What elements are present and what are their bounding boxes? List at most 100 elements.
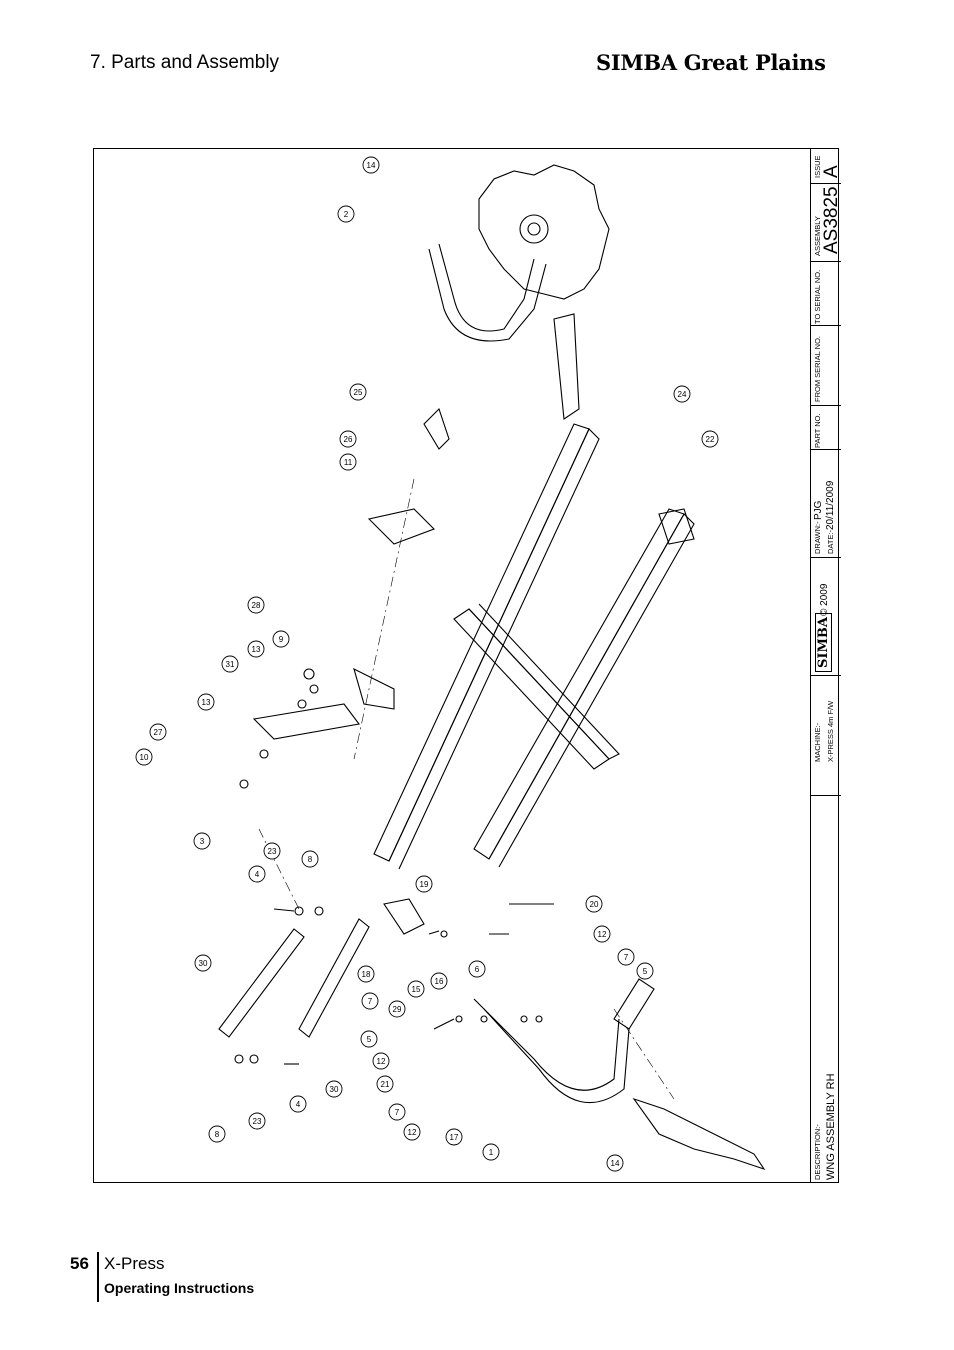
svg-text:14: 14 [611, 1159, 620, 1168]
svg-text:6: 6 [475, 965, 480, 974]
callout-7a: 7 [617, 948, 635, 966]
callout-4a: 4 [248, 865, 266, 883]
svg-text:28: 28 [252, 601, 261, 610]
svg-text:8: 8 [215, 1130, 220, 1139]
svg-text:15: 15 [412, 985, 421, 994]
to-serial-cell: TO SERIAL NO. [811, 262, 841, 326]
footer-divider [97, 1252, 99, 1302]
callout-5a: 5 [636, 962, 654, 980]
svg-text:26: 26 [344, 435, 353, 444]
callout-7b: 7 [361, 992, 379, 1010]
drawn-date-cell: DRAWN:- PJG DATE:- 20/11/2009 [811, 450, 841, 558]
assembly-number: AS3825 [821, 186, 842, 254]
callout-30a: 30 [194, 954, 212, 972]
issue-value: A [821, 165, 842, 178]
svg-text:3: 3 [200, 837, 205, 846]
callout-7c: 7 [388, 1103, 406, 1121]
callout-17: 17 [445, 1128, 463, 1146]
callout-12b: 12 [372, 1052, 390, 1070]
svg-text:27: 27 [154, 728, 163, 737]
svg-text:22: 22 [706, 435, 715, 444]
title-block: ISSUE A ASSEMBLY AS3825 TO SERIAL NO. FR… [810, 148, 842, 1183]
callout-8b: 8 [208, 1125, 226, 1143]
callout-12a: 12 [593, 925, 611, 943]
callout-21: 21 [376, 1075, 394, 1093]
svg-text:16: 16 [435, 977, 444, 986]
svg-text:4: 4 [296, 1100, 301, 1109]
brand-logo: SIMBA Great Plains [596, 50, 826, 75]
callout-23b: 23 [248, 1112, 266, 1130]
svg-text:13: 13 [252, 645, 261, 654]
callout-16: 16 [430, 972, 448, 990]
callout-20: 20 [585, 895, 603, 913]
manual-subtitle: Operating Instructions [104, 1280, 255, 1296]
svg-text:30: 30 [330, 1085, 339, 1094]
callout-28: 28 [247, 596, 265, 614]
svg-text:14: 14 [367, 161, 376, 170]
callout-23a: 23 [263, 842, 281, 860]
svg-text:8: 8 [308, 855, 313, 864]
callout-29: 29 [388, 1000, 406, 1018]
svg-text:25: 25 [354, 388, 363, 397]
callout-14-bottom: 14 [606, 1154, 624, 1172]
description: WNG ASSEMBLY RH [825, 1073, 837, 1180]
svg-text:12: 12 [408, 1128, 417, 1137]
callout-5b: 5 [360, 1030, 378, 1048]
logo-cell: © 2009 SIMBA [811, 558, 841, 676]
part-no-cell: PART NO. [811, 406, 841, 450]
callout-19: 19 [415, 875, 433, 893]
svg-text:20: 20 [590, 900, 599, 909]
svg-text:7: 7 [368, 997, 373, 1006]
svg-text:18: 18 [362, 970, 371, 979]
machine-cell: MACHINE:- X-PRESS 4m F/W [811, 676, 841, 796]
simba-logo: SIMBA [815, 613, 832, 672]
svg-text:31: 31 [226, 660, 235, 669]
svg-text:17: 17 [450, 1133, 459, 1142]
callout-13a: 13 [247, 640, 265, 658]
callout-26: 26 [339, 430, 357, 448]
svg-text:21: 21 [381, 1080, 390, 1089]
callout-1: 1 [482, 1143, 500, 1161]
drawing-date: 20/11/2009 [825, 480, 836, 530]
copyright: © 2009 [819, 583, 830, 616]
callout-24: 24 [673, 385, 691, 403]
svg-text:24: 24 [678, 390, 687, 399]
callout-30b: 30 [325, 1080, 343, 1098]
svg-text:23: 23 [253, 1117, 262, 1126]
issue-cell: ISSUE A [811, 148, 842, 184]
callout-11: 11 [339, 453, 357, 471]
machine-name: X-PRESS 4m F/W [826, 700, 835, 762]
callout-25: 25 [349, 383, 367, 401]
svg-text:9: 9 [279, 635, 284, 644]
svg-text:4: 4 [255, 870, 260, 879]
svg-text:11: 11 [344, 458, 353, 467]
drawing-frame: 14 2 25 26 11 24 22 28 9 13 31 13 27 10 … [93, 148, 842, 1183]
description-cell: DESCRIPTION:- WNG ASSEMBLY RH [813, 1073, 837, 1180]
svg-text:10: 10 [140, 753, 149, 762]
svg-text:1: 1 [489, 1148, 494, 1157]
svg-text:13: 13 [202, 698, 211, 707]
assembly-cell: ASSEMBLY AS3825 [811, 184, 842, 262]
svg-text:12: 12 [377, 1057, 386, 1066]
callout-10: 10 [135, 748, 153, 766]
callout-8a: 8 [301, 850, 319, 868]
svg-text:23: 23 [268, 847, 277, 856]
callout-2: 2 [337, 205, 355, 223]
callout-4b: 4 [289, 1095, 307, 1113]
svg-text:29: 29 [393, 1005, 402, 1014]
from-serial-cell: FROM SERIAL NO. [811, 326, 841, 406]
page-number: 56 [70, 1254, 89, 1273]
product-name: X-Press [104, 1254, 165, 1273]
svg-text:12: 12 [598, 930, 607, 939]
svg-text:2: 2 [344, 210, 349, 219]
drawn-by: PJG [813, 500, 824, 520]
svg-text:30: 30 [199, 959, 208, 968]
callout-3: 3 [193, 832, 211, 850]
svg-text:19: 19 [420, 880, 429, 889]
callout-12c: 12 [403, 1123, 421, 1141]
callout-22: 22 [701, 430, 719, 448]
svg-text:5: 5 [367, 1035, 372, 1044]
callout-13b: 13 [197, 693, 215, 711]
callout-15: 15 [407, 980, 425, 998]
section-title: 7. Parts and Assembly [90, 52, 280, 73]
